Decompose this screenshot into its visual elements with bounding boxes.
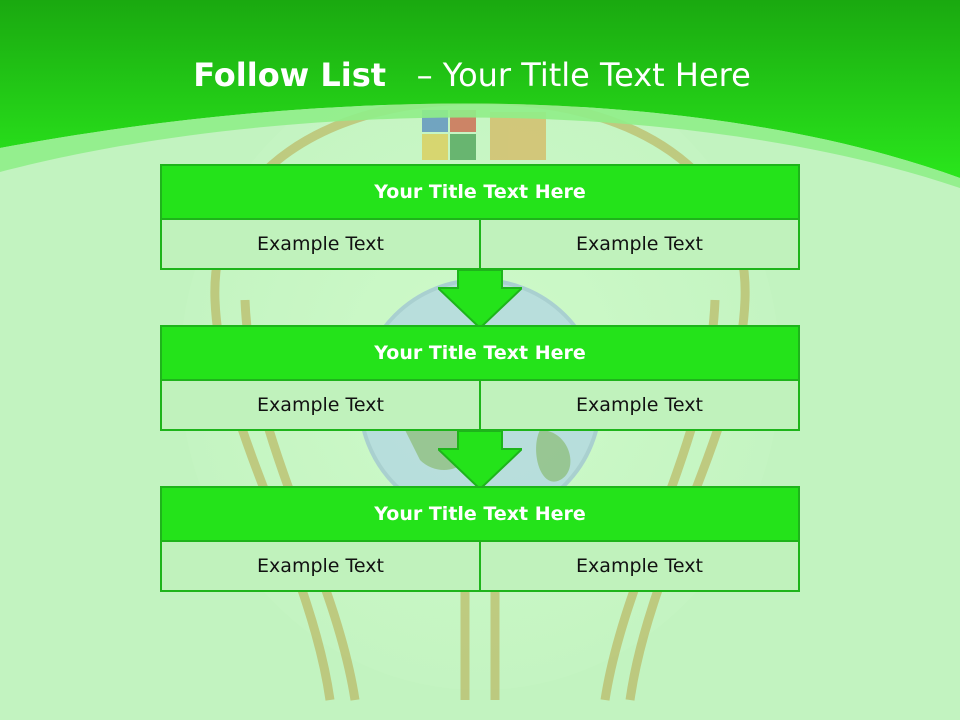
- block-cell-left: Example Text: [160, 381, 481, 431]
- banner-highlight: [0, 103, 960, 188]
- down-arrow-icon: [438, 270, 522, 328]
- block-title: Your Title Text Here: [160, 486, 800, 542]
- page-title-bold: Follow List: [193, 56, 387, 94]
- block-row: Example Text Example Text: [160, 381, 800, 431]
- block-cell-right: Example Text: [481, 542, 800, 592]
- block-cell-right: Example Text: [481, 381, 800, 431]
- header-banner: [0, 0, 960, 178]
- block-row: Example Text Example Text: [160, 220, 800, 270]
- block-cell-left: Example Text: [160, 542, 481, 592]
- block-title: Your Title Text Here: [160, 164, 800, 220]
- block-title: Your Title Text Here: [160, 325, 800, 381]
- block-cell-left: Example Text: [160, 220, 481, 270]
- block-cell-right: Example Text: [481, 220, 800, 270]
- list-block-3: Your Title Text Here Example Text Exampl…: [160, 486, 800, 592]
- page-title-rest: – Your Title Text Here: [416, 56, 751, 94]
- down-arrow-icon: [438, 431, 522, 489]
- list-block-1: Your Title Text Here Example Text Exampl…: [160, 164, 800, 270]
- page-title: Follow List – Your Title Text Here: [0, 52, 944, 98]
- block-row: Example Text Example Text: [160, 542, 800, 592]
- list-block-2: Your Title Text Here Example Text Exampl…: [160, 325, 800, 431]
